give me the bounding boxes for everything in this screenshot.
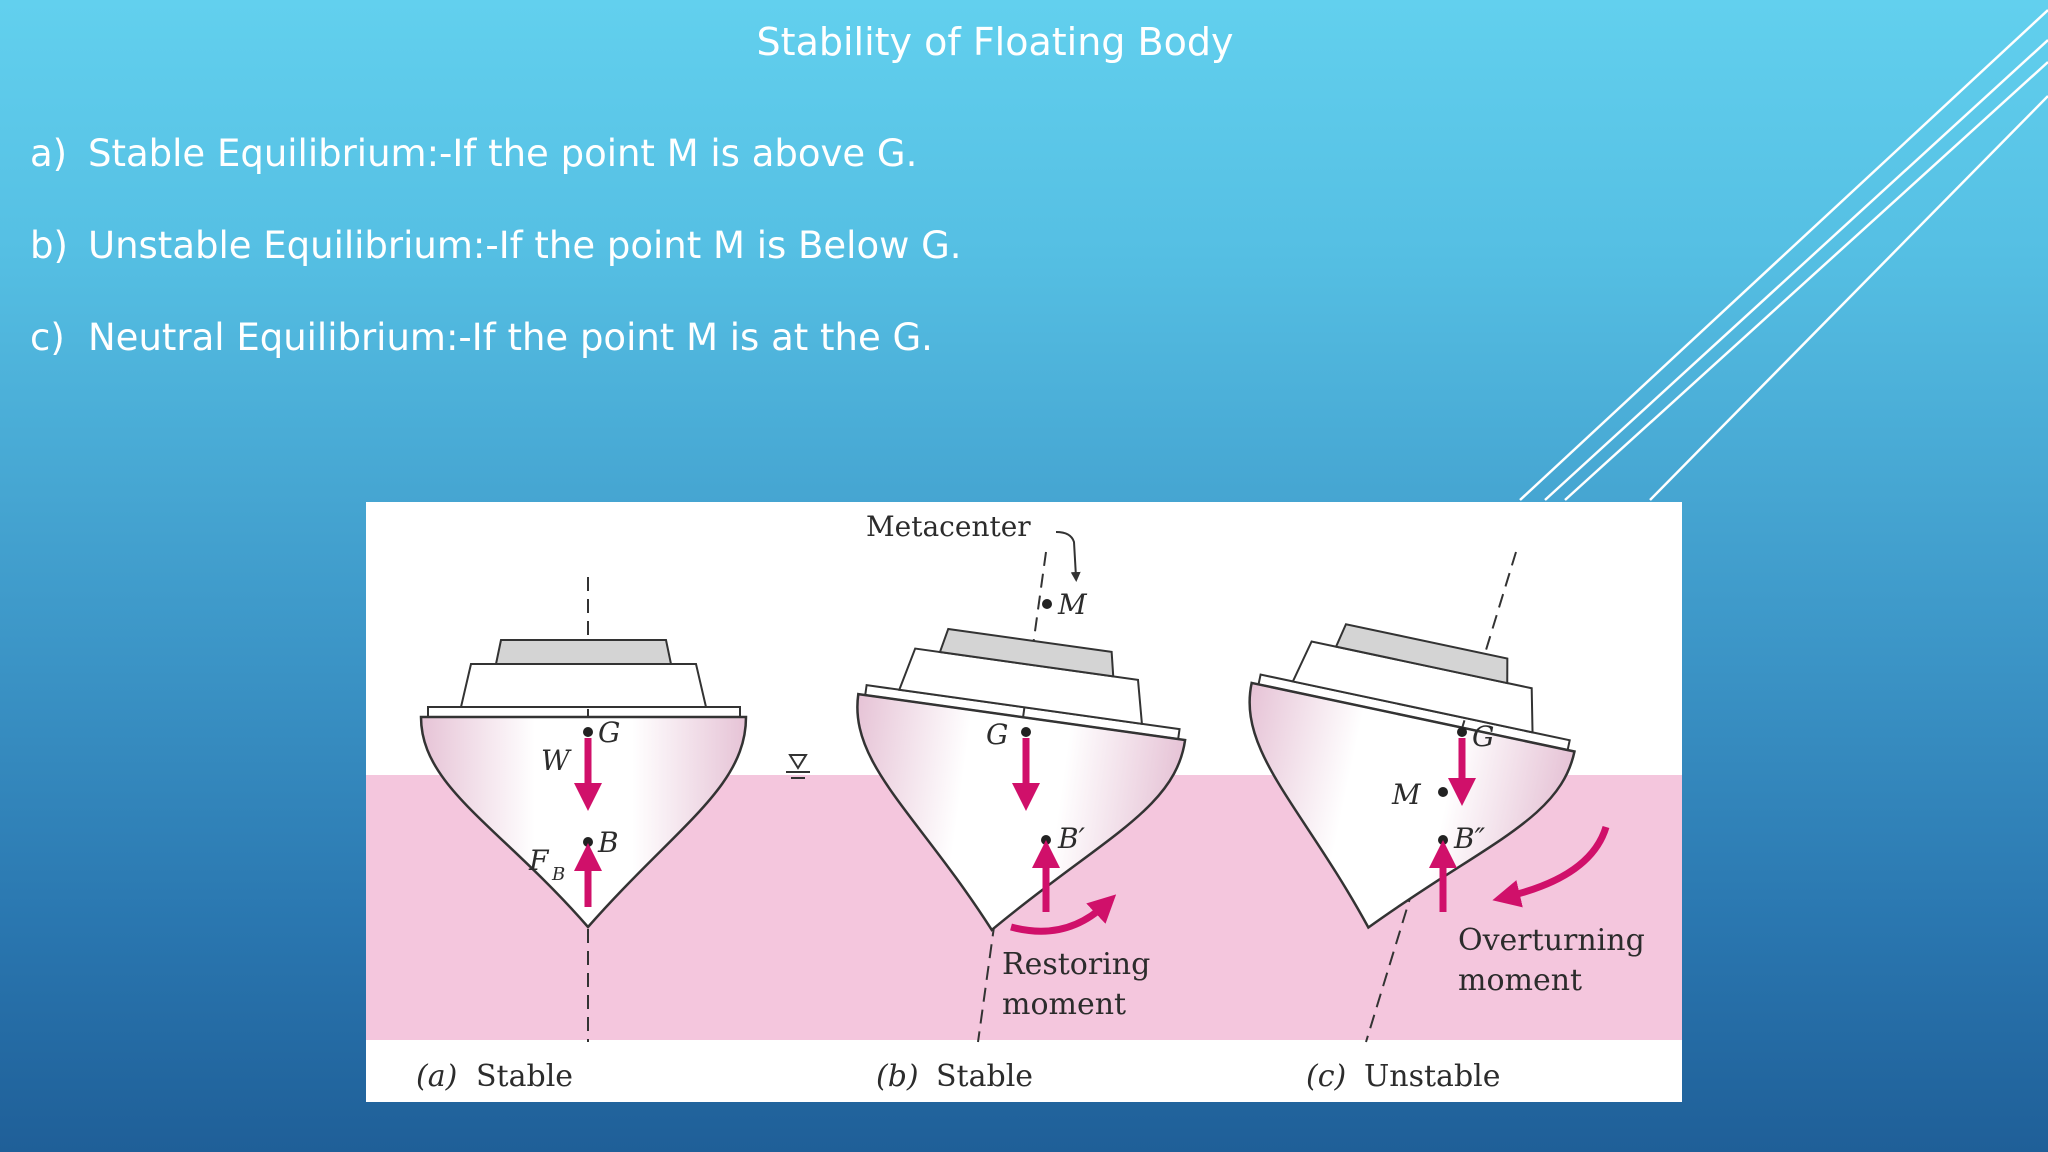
bullet-text: Stable Equilibrium:-If the point M is ab…: [88, 132, 918, 175]
stability-diagram: G W B F B M: [366, 510, 1682, 1094]
label-B-prime: B′: [1057, 822, 1086, 855]
label-G: G: [1472, 720, 1494, 753]
caption-text: Stable: [476, 1059, 573, 1094]
caption-letter: (c): [1306, 1059, 1346, 1094]
caption-letter: (b): [876, 1059, 919, 1094]
water-level-symbol: [786, 754, 810, 779]
label-G: G: [986, 718, 1008, 751]
bullet-list: a) Stable Equilibrium:-If the point M is…: [30, 132, 962, 408]
bullet-marker: a): [30, 132, 68, 175]
bullet-text: Unstable Equilibrium:-If the point M is …: [88, 224, 962, 267]
bullet-item: a) Stable Equilibrium:-If the point M is…: [30, 132, 962, 224]
caption-a: (a) Stable: [416, 1059, 573, 1094]
caption-letter: (a): [416, 1059, 457, 1094]
label-W: W: [541, 744, 572, 777]
label-metacenter: Metacenter: [866, 510, 1031, 543]
label-FB: F: [528, 844, 550, 877]
caption-text: Unstable: [1364, 1059, 1501, 1094]
slide-title: Stability of Floating Body: [756, 20, 1234, 64]
caption-c: (c) Unstable: [1306, 1059, 1501, 1094]
label-FB-subscript: B: [551, 864, 565, 885]
label-overturning-moment: moment: [1458, 963, 1582, 998]
bullet-item: c) Neutral Equilibrium:-If the point M i…: [30, 316, 962, 408]
caption-b: (b) Stable: [876, 1059, 1033, 1094]
label-G: G: [598, 716, 620, 749]
stability-figure: G W B F B M: [366, 502, 1682, 1102]
ship-c: G M B″ Overturning moment: [1248, 551, 1645, 1043]
ship-b: Metacenter M G B′ Restoring moment: [856, 510, 1187, 1043]
label-M: M: [1391, 778, 1422, 811]
caption-text: Stable: [936, 1059, 1033, 1094]
label-B-double-prime: B″: [1453, 822, 1486, 855]
ship-a: G W B F B: [419, 577, 748, 1042]
bullet-text: Neutral Equilibrium:-If the point M is a…: [88, 316, 933, 359]
label-restoring: Restoring: [1002, 947, 1150, 982]
label-overturning: Overturning: [1458, 923, 1645, 958]
bullet-marker: c): [30, 316, 65, 359]
label-restoring-moment: moment: [1002, 987, 1126, 1022]
bullet-item: b) Unstable Equilibrium:-If the point M …: [30, 224, 962, 316]
label-M: M: [1057, 588, 1088, 621]
label-B: B: [597, 826, 619, 859]
bullet-marker: b): [30, 224, 68, 267]
